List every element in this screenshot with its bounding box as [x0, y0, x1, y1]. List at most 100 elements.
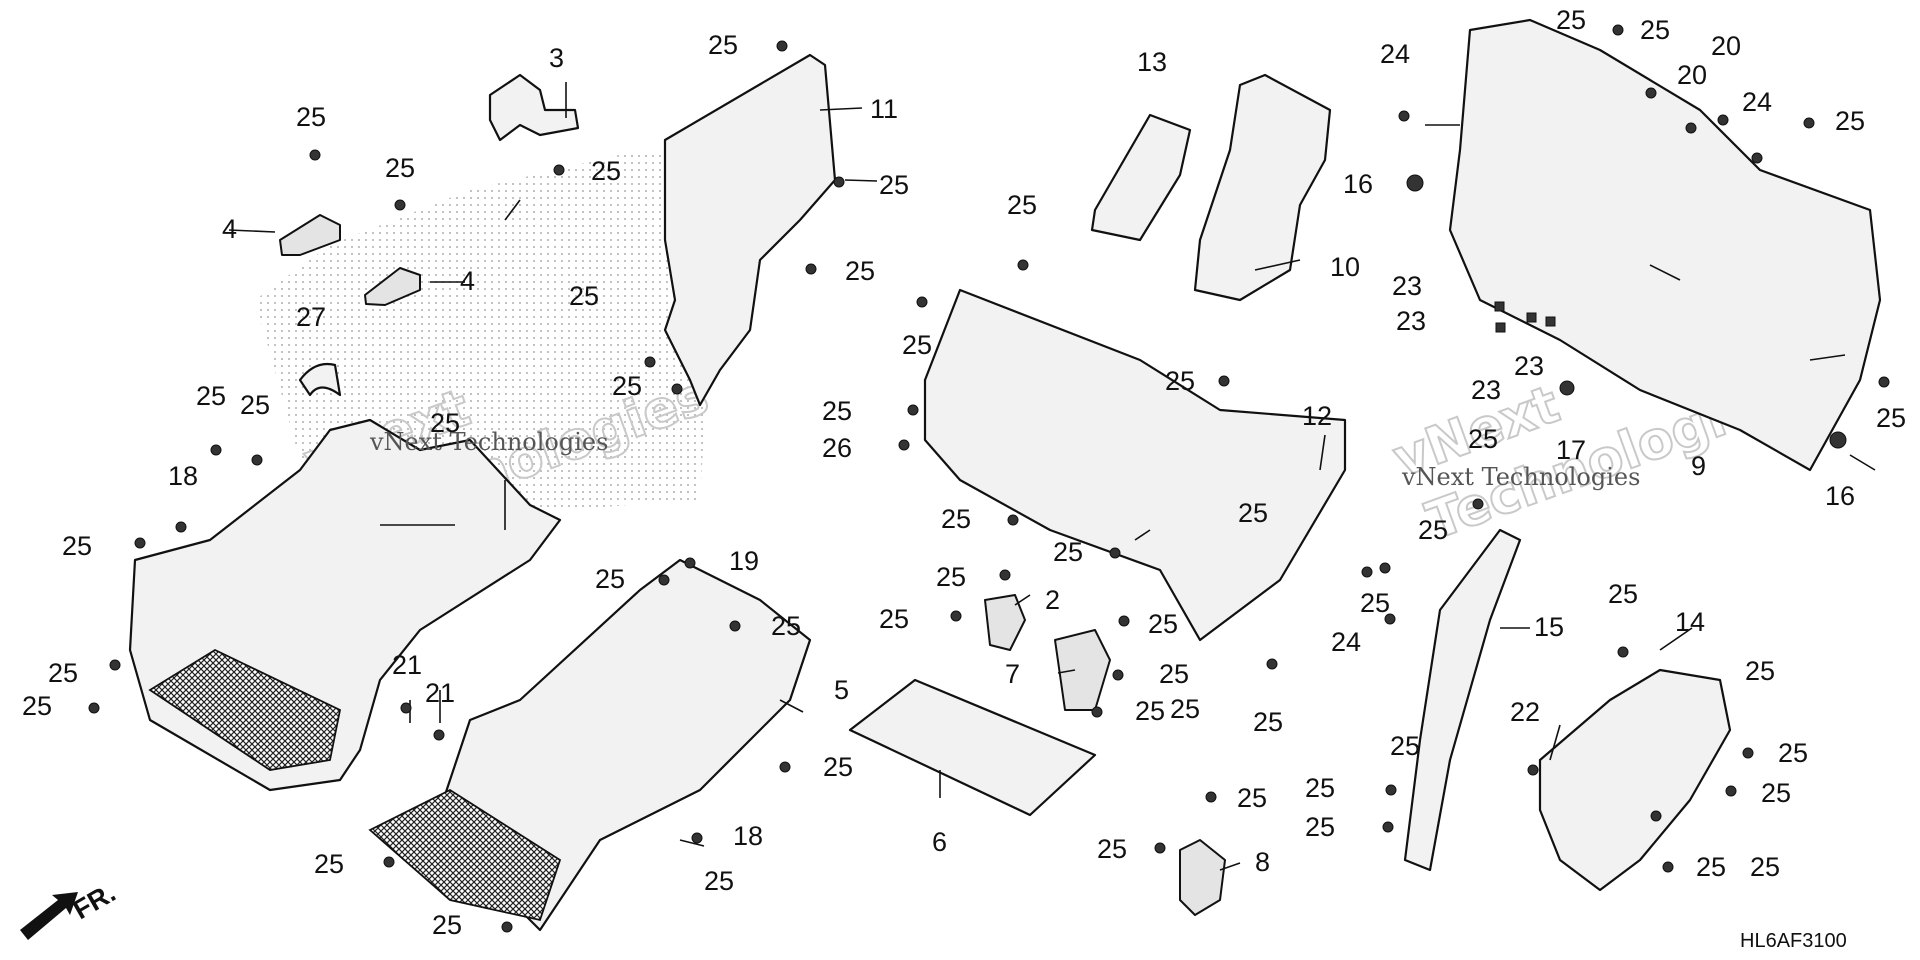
- callout-label: 25: [240, 390, 270, 420]
- callout-label: 25: [1148, 609, 1178, 639]
- callout-label: 25: [879, 170, 909, 200]
- callout-label: 25: [1360, 588, 1390, 618]
- callout-label: 13: [1137, 47, 1167, 77]
- callout-label: 25: [704, 866, 734, 896]
- callout-label: 4: [222, 214, 237, 244]
- callout-label: 25: [296, 102, 326, 132]
- callout-label: 25: [1305, 812, 1335, 842]
- callout-label: 25: [1778, 738, 1808, 768]
- callout-label: 25: [591, 156, 621, 186]
- callout-label: 25: [1876, 403, 1906, 433]
- callout-label: 4: [460, 266, 475, 296]
- callout-label: 25: [902, 330, 932, 360]
- callout-label: 25: [612, 371, 642, 401]
- callout-label: 25: [1835, 106, 1865, 136]
- callout-label: 25: [595, 564, 625, 594]
- callout-label: 25: [1696, 852, 1726, 882]
- callout-label: 5: [834, 675, 849, 705]
- callout-label: 24: [1380, 39, 1410, 69]
- part-4-pad: [279, 214, 341, 256]
- callout-label: 25: [430, 408, 460, 438]
- callout-label: 25: [845, 256, 875, 286]
- callout-label: 25: [1237, 783, 1267, 813]
- part-8-bracket: [1179, 839, 1226, 916]
- callout-label: 21: [425, 678, 455, 708]
- part-13-label: [1090, 113, 1192, 242]
- diagram-code: HL6AF3100: [1740, 930, 1847, 952]
- callout-label: 9: [1691, 451, 1706, 481]
- callout-label: 25: [1007, 190, 1037, 220]
- callout-label: 25: [1165, 366, 1195, 396]
- watermark-text: vNext Technologies: [1401, 463, 1640, 491]
- front-direction-label: FR.: [68, 877, 121, 925]
- front-direction-arrow: FR.: [20, 877, 121, 940]
- callout-label: 25: [314, 849, 344, 879]
- part-6-mat: [848, 678, 1097, 817]
- callout-label: 20: [1677, 60, 1707, 90]
- callout-label: 25: [1390, 731, 1420, 761]
- part-27-clip: [298, 362, 342, 397]
- callout-label: 25: [385, 153, 415, 183]
- callout-label: 23: [1392, 271, 1422, 301]
- callout-label: 7: [1005, 659, 1020, 689]
- callout-label: 21: [392, 650, 422, 680]
- callout-label: 22: [1510, 697, 1540, 727]
- callout-label: 25: [1238, 498, 1268, 528]
- callout-label: 20: [1711, 31, 1741, 61]
- callout-label: 25: [48, 658, 78, 688]
- callout-label: 25: [823, 752, 853, 782]
- callout-label: 16: [1825, 481, 1855, 511]
- callout-label: 25: [936, 562, 966, 592]
- callout-label: 2: [1045, 585, 1060, 615]
- part-15-bracket: [1403, 528, 1522, 872]
- callout-label: 23: [1514, 351, 1544, 381]
- callout-label: 15: [1534, 612, 1564, 642]
- callout-label: 25: [1640, 15, 1670, 45]
- callout-label: 24: [1742, 87, 1772, 117]
- callout-label: 25: [1159, 659, 1189, 689]
- callout-label: 12: [1302, 401, 1332, 431]
- part-3-bracket: [488, 73, 580, 142]
- callout-labels: 25 3 25 11 25 25 25 4 25 4 2 7 25 25 25 2…: [22, 5, 1906, 940]
- callout-label: 3: [549, 43, 564, 73]
- part-10-pillar: [1193, 73, 1332, 302]
- part-7-bracket: [1054, 629, 1111, 711]
- callout-label: 23: [1471, 375, 1501, 405]
- callout-label: 19: [729, 546, 759, 576]
- callout-label: 17: [1556, 435, 1586, 465]
- callout-label: 25: [1750, 852, 1780, 882]
- mesh-left: [148, 648, 342, 771]
- callout-label: 25: [62, 531, 92, 561]
- callout-label: 25: [708, 30, 738, 60]
- callout-label: 23: [1396, 306, 1426, 336]
- watermark-text: vNext Technologies: [369, 428, 608, 456]
- callout-label: 25: [1745, 656, 1775, 686]
- part-9-panel: [1448, 18, 1882, 472]
- callout-label: 25: [432, 910, 462, 940]
- part-4-pad: [364, 267, 421, 306]
- callout-label: 25: [1097, 834, 1127, 864]
- part-2-bracket: [984, 594, 1026, 651]
- callout-label: 25: [879, 604, 909, 634]
- callout-label: 25: [1468, 424, 1498, 454]
- callout-label: 25: [941, 504, 971, 534]
- callout-label: 6: [932, 827, 947, 857]
- callout-label: 25: [1305, 773, 1335, 803]
- callout-label: 18: [168, 461, 198, 491]
- callout-label: 25: [196, 381, 226, 411]
- callout-label: 18: [733, 821, 763, 851]
- part-12-panel: [923, 288, 1347, 642]
- callout-label: 25: [1135, 696, 1165, 726]
- callout-label: 25: [22, 691, 52, 721]
- callout-label: 26: [822, 433, 852, 463]
- callout-label: 11: [870, 94, 898, 124]
- mesh-center: [368, 788, 562, 922]
- part-14-panel: [1538, 668, 1732, 892]
- callout-label: 16: [1343, 169, 1373, 199]
- callout-label: 25: [1170, 694, 1200, 724]
- callout-label: 10: [1330, 252, 1360, 282]
- leader-lines: [228, 82, 1876, 871]
- callout-label: 24: [1331, 627, 1361, 657]
- callout-label: 25: [1556, 5, 1586, 35]
